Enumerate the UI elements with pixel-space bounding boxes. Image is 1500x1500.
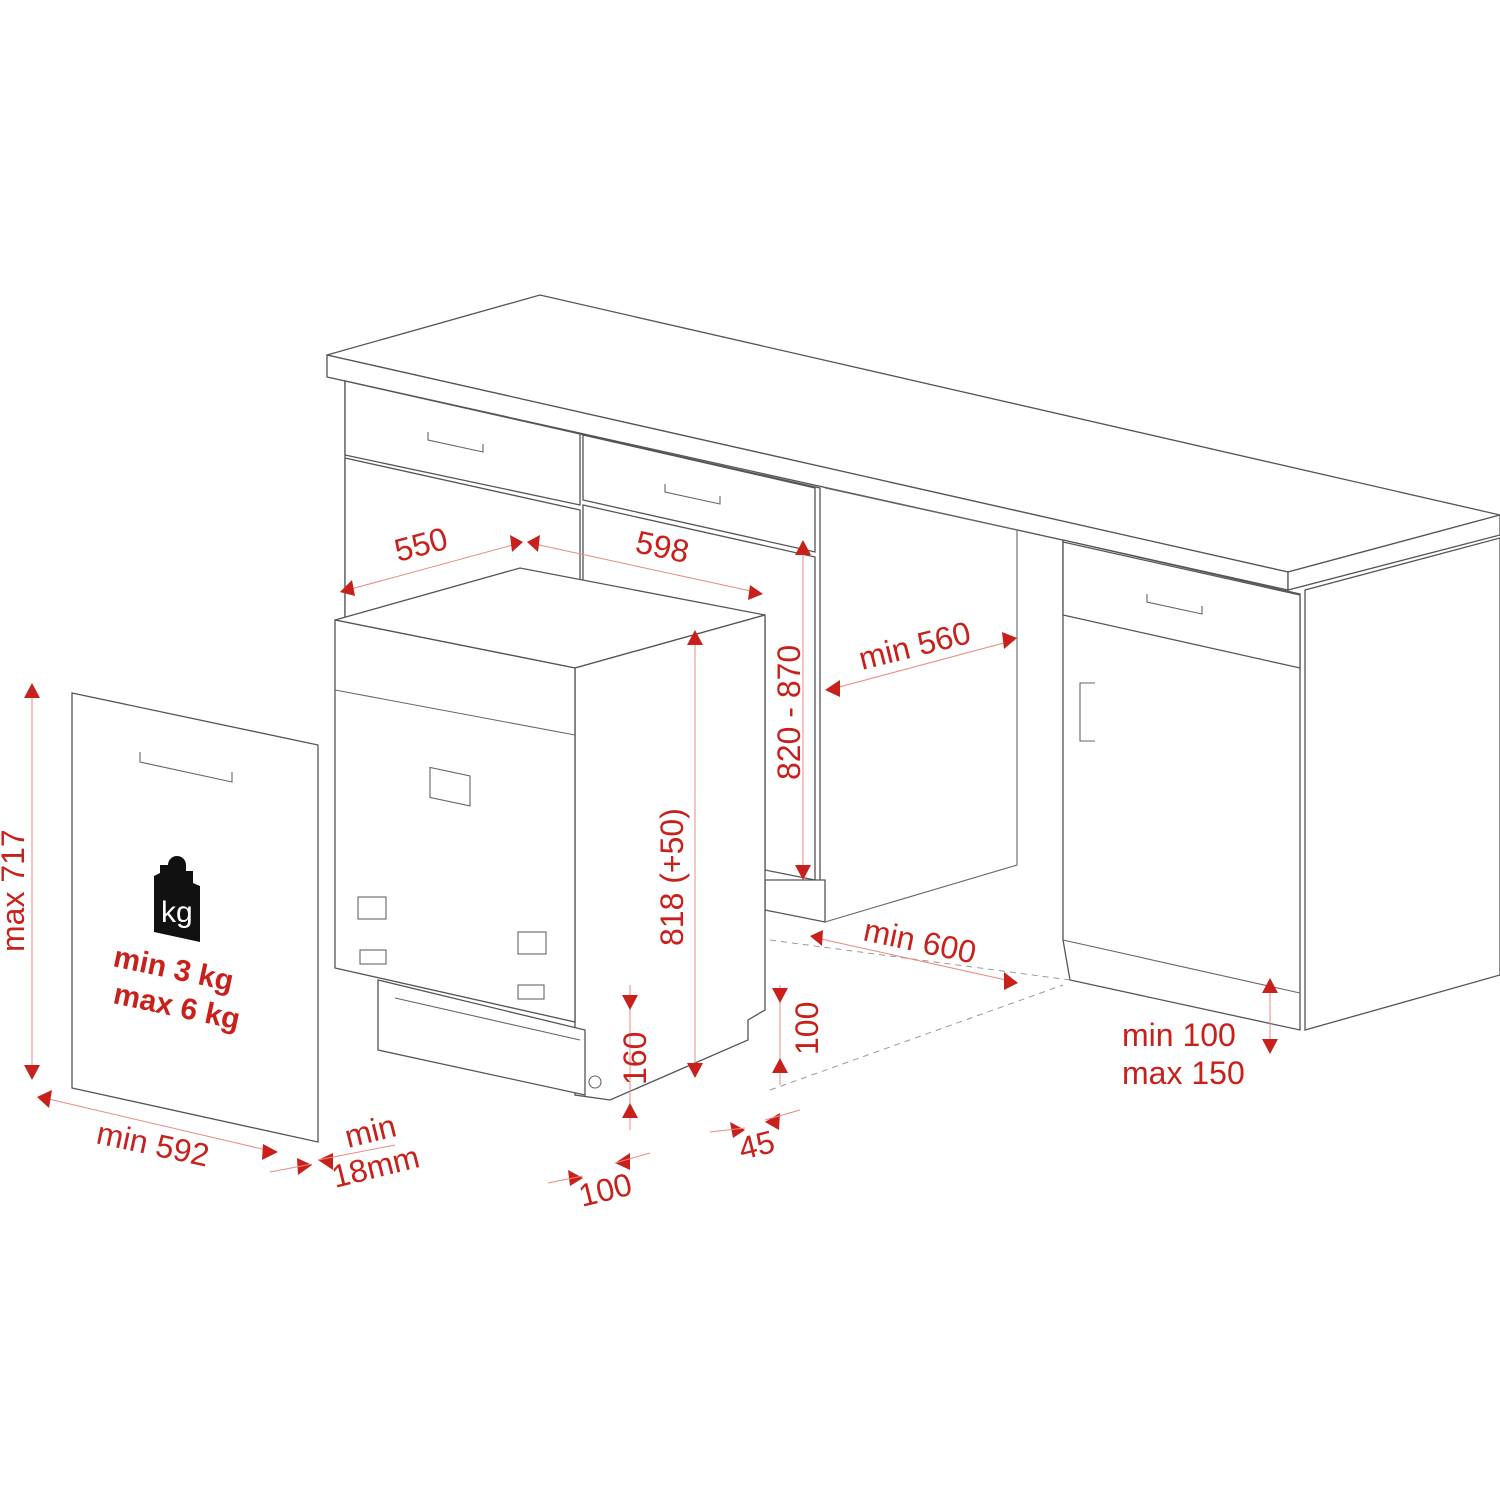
right-cabinet-side	[1304, 537, 1500, 1031]
arrow	[24, 683, 40, 698]
door-panel-handle	[139, 752, 233, 783]
dishwasher-front	[334, 619, 576, 1023]
arrow	[795, 865, 811, 880]
dimension-lines	[24, 535, 1278, 1186]
label-plinth-160: 160	[617, 1032, 653, 1085]
arrow	[297, 1158, 312, 1175]
plinth-bracket	[377, 979, 586, 1096]
drawer-handle	[664, 484, 721, 505]
panel-cutout	[517, 931, 547, 955]
right-cabinet	[1062, 539, 1301, 1031]
countertop-side	[1287, 514, 1500, 591]
arrow	[730, 1122, 745, 1138]
arrow	[622, 1103, 638, 1118]
label-niche-width: min 600	[861, 912, 980, 971]
label-appliance-height: 818 (+50)	[654, 808, 690, 946]
drawer-2	[582, 434, 816, 553]
latch	[429, 766, 471, 807]
dishwasher-side	[574, 614, 766, 1101]
label-plinth-100-bottom: 100	[575, 1166, 636, 1214]
arrow	[1004, 972, 1018, 990]
arrow	[510, 535, 523, 552]
arrow	[772, 1058, 788, 1073]
arrow	[318, 1153, 333, 1170]
arrow	[687, 630, 703, 645]
panel-cutout	[359, 949, 387, 965]
arrow	[1262, 978, 1278, 993]
label-door-height: max 717	[0, 829, 31, 952]
arrow	[748, 585, 763, 600]
label-plinth-100-right: 100	[789, 1002, 825, 1055]
drawer-handle	[1146, 594, 1203, 615]
kg-icon-label: kg	[161, 896, 193, 929]
foot-screw	[588, 1075, 602, 1089]
drawer-3	[1062, 541, 1301, 669]
label-plinth-min: min 100	[1122, 1017, 1236, 1053]
panel-cutout	[517, 984, 545, 1000]
panel-cutout	[357, 896, 387, 920]
arrow	[1262, 1039, 1278, 1054]
arrow	[825, 680, 840, 697]
niche	[824, 487, 1018, 923]
label-plinth-45: 45	[735, 1123, 778, 1167]
arrow	[527, 535, 540, 552]
cabinet-plinth	[764, 879, 826, 923]
weight-kg-icon: kg	[154, 856, 200, 942]
arrow	[24, 1065, 40, 1080]
label-plinth-max: max 150	[1122, 1055, 1245, 1091]
label-niche-height: 820 - 870	[771, 645, 807, 780]
arrow	[340, 580, 355, 596]
arrow	[1002, 632, 1017, 649]
door-handle	[1079, 682, 1095, 742]
arrow	[622, 995, 638, 1010]
arrow	[37, 1090, 52, 1108]
arrow	[810, 930, 823, 946]
furniture-door: kg min 3 kg max 6 kg	[71, 692, 319, 1143]
arrow	[262, 1144, 278, 1160]
drawer-handle	[427, 432, 484, 453]
arrow	[615, 1153, 630, 1170]
arrow	[795, 540, 811, 555]
arrow	[772, 988, 788, 1003]
label-niche-depth: min 560	[855, 614, 974, 676]
dishwasher	[334, 567, 766, 1101]
drawer-1	[344, 380, 581, 506]
arrow	[687, 1063, 703, 1078]
